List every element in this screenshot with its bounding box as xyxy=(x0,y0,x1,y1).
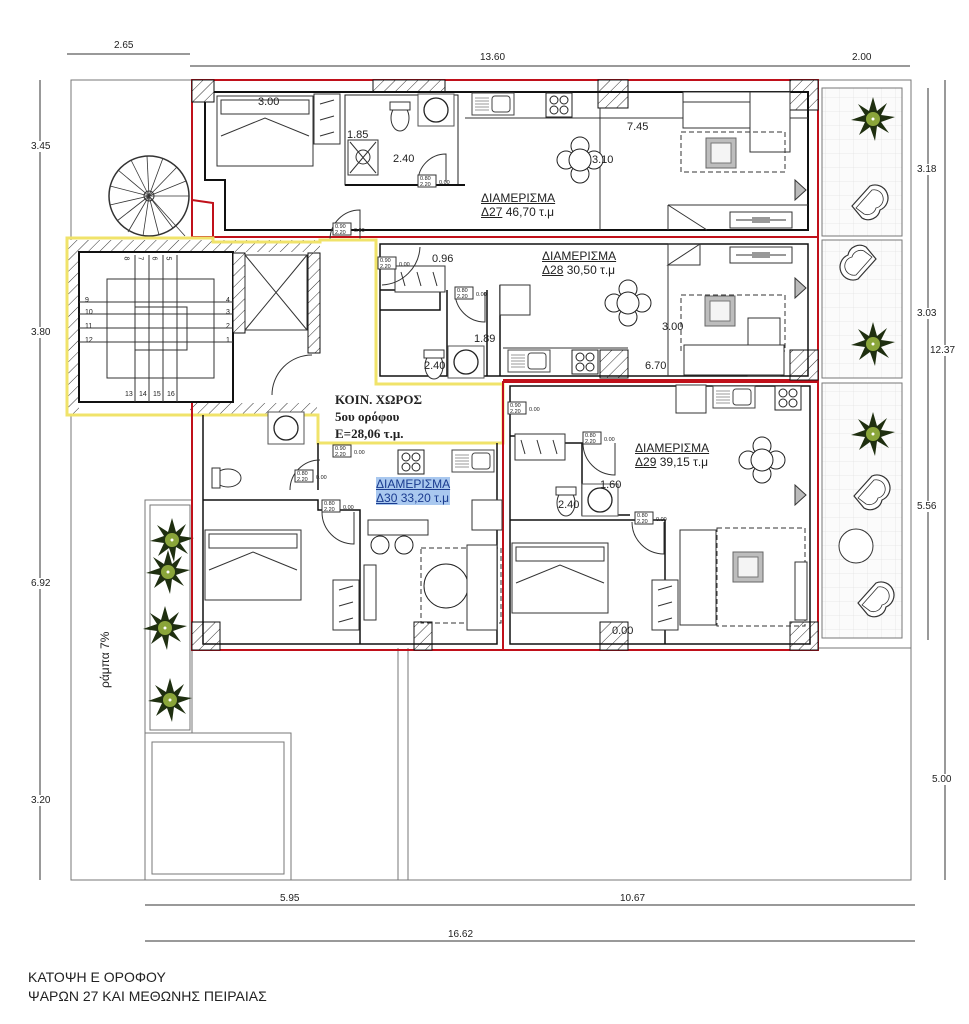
room-dim: 3.10 xyxy=(592,154,614,166)
svg-text:0.00: 0.00 xyxy=(343,505,354,511)
svg-text:0.90: 0.90 xyxy=(335,224,346,230)
dimension-top-main: 13.60 xyxy=(480,52,506,63)
svg-text:2.20: 2.20 xyxy=(420,182,431,188)
svg-text:2.20: 2.20 xyxy=(380,264,391,270)
dimension-right-1: 3.18 xyxy=(917,164,937,175)
stair-step-number: 1 xyxy=(226,337,230,344)
balcony-terrace xyxy=(817,79,912,649)
svg-text:0.80: 0.80 xyxy=(297,471,308,477)
svg-text:0.80: 0.80 xyxy=(420,176,431,182)
stair-step-number: 10 xyxy=(85,309,93,316)
apartment-d28-label[interactable]: ΔΙΑΜΕΡΙΣΜΑ Δ28 30,50 τ.μ xyxy=(542,249,617,277)
stair-step-number: 4 xyxy=(226,297,230,304)
svg-text:2.20: 2.20 xyxy=(510,409,521,415)
common-area-label: ΚΟΙΝ. ΧΩΡΟΣ 5ου ορόφου Ε=28,06 τ.μ. xyxy=(335,392,422,441)
svg-text:0.00: 0.00 xyxy=(316,475,327,481)
dimension-left-3: 6.92 xyxy=(31,578,51,589)
apartment-d29-label[interactable]: ΔΙΑΜΕΡΙΣΜΑ Δ29 39,15 τ.μ xyxy=(635,441,710,469)
dimension-top-right: 2.00 xyxy=(852,52,872,63)
svg-text:0.90: 0.90 xyxy=(510,403,521,409)
dimension-left-4: 3.20 xyxy=(31,795,51,806)
svg-text:2.20: 2.20 xyxy=(297,477,308,483)
room-dim: 2.40 xyxy=(424,360,446,372)
apartment-d27-label[interactable]: ΔΙΑΜΕΡΙΣΜΑ Δ27 46,70 τ.μ xyxy=(481,191,556,219)
spiral-staircase xyxy=(108,155,190,237)
room-dim: 1.85 xyxy=(347,129,369,141)
dimension-right-2: 3.03 xyxy=(917,308,937,319)
room-dim: 7.45 xyxy=(627,121,649,133)
svg-text:2.20: 2.20 xyxy=(324,507,335,513)
dimension-right-lower: 5.00 xyxy=(932,774,952,785)
svg-text:2.20: 2.20 xyxy=(457,294,468,300)
drawing-title: ΚΑΤΟΨΗ Ε ΟΡΟΦΟΥ xyxy=(28,969,166,985)
dimension-left-1: 3.45 xyxy=(31,141,51,152)
room-dim: 3.00 xyxy=(258,96,280,108)
room-dim: 2.40 xyxy=(393,153,415,165)
svg-text:2.20: 2.20 xyxy=(637,519,648,525)
dimension-top-left: 2.65 xyxy=(114,40,134,51)
dimension-bottom-right: 10.67 xyxy=(620,893,646,904)
dimension-lines xyxy=(39,53,946,942)
dimension-right-total: 12.37 xyxy=(930,345,956,356)
stair-step-number: 9 xyxy=(85,297,89,304)
stair-step-number: 12 xyxy=(85,337,93,344)
svg-text:0.80: 0.80 xyxy=(637,513,648,519)
drawing-title-block: ΚΑΤΟΨΗ Ε ΟΡΟΦΟΥ ΨΑΡΩΝ 27 ΚΑΙ ΜΕΘΩΝΗΣ ΠΕΙ… xyxy=(28,968,267,1006)
room-dim: 1.60 xyxy=(600,479,622,491)
common-area-plan xyxy=(65,236,505,445)
stair-step-number: 5 xyxy=(164,256,172,261)
svg-text:0.90: 0.90 xyxy=(335,446,346,452)
apartment-d30-plan xyxy=(191,403,504,651)
dimension-right-3: 5.56 xyxy=(917,501,937,512)
room-dim: 0.00 xyxy=(612,625,634,637)
svg-text:0.90: 0.90 xyxy=(380,258,391,264)
svg-text:0.00: 0.00 xyxy=(656,517,667,523)
svg-text:2.20: 2.20 xyxy=(335,452,346,458)
round-table-icon xyxy=(838,528,874,564)
stair-step-number: 14 xyxy=(139,391,147,398)
stair-step-number: 6 xyxy=(150,256,158,261)
svg-text:2.20: 2.20 xyxy=(335,230,346,236)
room-dim: 0.96 xyxy=(432,253,454,265)
svg-text:0.00: 0.00 xyxy=(529,407,540,413)
svg-text:2.20: 2.20 xyxy=(585,439,596,445)
stair-step-number: 16 xyxy=(167,391,175,398)
dimension-bottom-total: 16.62 xyxy=(448,929,474,940)
room-dim: 2.40 xyxy=(558,499,580,511)
stair-step-number: 8 xyxy=(122,256,130,261)
svg-text:0.00: 0.00 xyxy=(604,437,615,443)
ramp-label: ράμπα 7% xyxy=(98,631,112,688)
room-dim: 6.70 xyxy=(645,360,667,372)
svg-text:0.00: 0.00 xyxy=(476,292,487,298)
stair-step-number: 2 xyxy=(226,323,230,330)
svg-text:0.80: 0.80 xyxy=(457,288,468,294)
room-dim: 1.89 xyxy=(474,333,496,345)
svg-text:0.00: 0.00 xyxy=(439,180,450,186)
svg-text:0.80: 0.80 xyxy=(324,501,335,507)
stair-step-number: 15 xyxy=(153,391,161,398)
svg-text:0.00: 0.00 xyxy=(354,450,365,456)
apartment-d28-plan xyxy=(376,236,819,381)
apartment-d27-plan xyxy=(191,79,819,241)
planter-plants xyxy=(143,518,194,722)
room-dim: 3.00 xyxy=(662,321,684,333)
apartment-d30-label[interactable]: ΔΙΑΜΕΡΙΣΜΑ Δ30 33,20 τ.μ xyxy=(376,477,451,505)
stair-step-number: 11 xyxy=(85,323,93,330)
stair-step-number: 7 xyxy=(136,256,144,261)
dimension-left-2: 3.80 xyxy=(31,327,51,338)
stair-step-number: 13 xyxy=(125,391,133,398)
svg-text:0.00: 0.00 xyxy=(399,262,410,268)
drawing-address: ΨΑΡΩΝ 27 ΚΑΙ ΜΕΘΩΝΗΣ ΠΕΙΡΑΙΑΣ xyxy=(28,988,267,1004)
dimension-bottom-left: 5.95 xyxy=(280,893,300,904)
svg-text:0.00: 0.00 xyxy=(354,228,365,234)
svg-text:0.80: 0.80 xyxy=(585,433,596,439)
apartment-d29-plan xyxy=(502,381,819,651)
stair-step-number: 3 xyxy=(226,309,230,316)
